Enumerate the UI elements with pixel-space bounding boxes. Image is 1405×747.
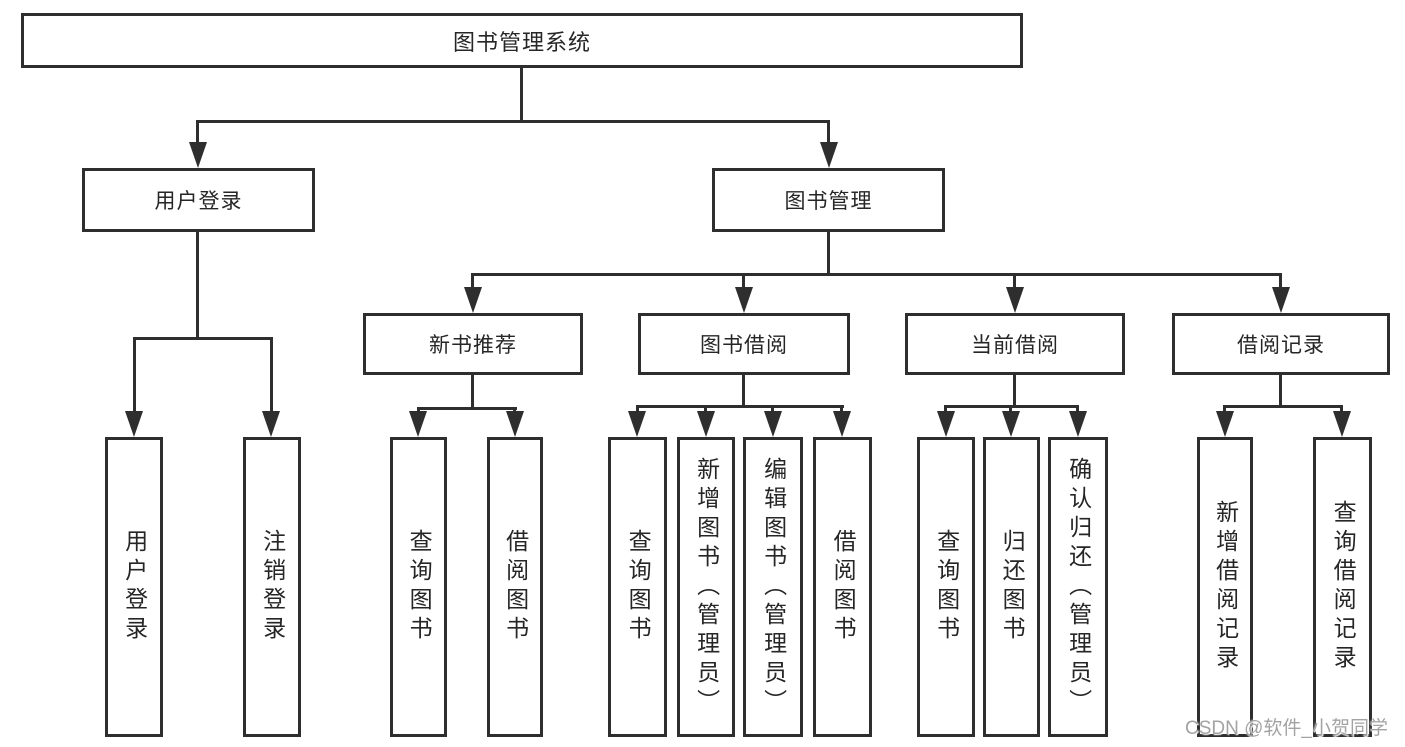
arrow-down-icon [735,287,753,313]
connector-book-mgmt-stem [827,232,830,273]
node-new-book-recommend: 新书推荐 [363,313,583,375]
leaf-user-login: 用户登录 [105,437,163,737]
connector-to-new-book-recommend [471,273,474,289]
connector-root-hline [196,120,830,123]
leaf-current-confirm-return-admin: 确认归还（管理员） [1048,437,1108,737]
arrow-down-icon [125,411,143,437]
arrow-down-icon [409,411,427,437]
node-book-management: 图书管理 [712,168,945,232]
node-borrowing-records: 借阅记录 [1172,313,1390,375]
connector-leaf-stub [1223,405,1226,413]
connector-records-stem [1279,375,1282,405]
connector-to-logout [270,337,273,413]
arrow-down-icon [833,411,851,437]
leaf-logout: 注销登录 [243,437,301,737]
arrow-down-icon [1272,287,1290,313]
leaf-borrowing-add-books-admin: 新增图书（管理员） [677,437,735,737]
node-root-system: 图书管理系统 [21,13,1023,68]
csdn-watermark: CSDN @软件_小贺同学 [1185,718,1388,739]
arrow-down-icon [189,142,207,168]
leaf-records-query-record: 查询借阅记录 [1313,437,1372,737]
connector-to-login [133,337,136,413]
connector-to-current-borrowing [1013,273,1016,289]
connector-leaf-stub [704,405,707,413]
connector-leaf-stub [1009,405,1012,413]
leaf-borrowing-borrow-books: 借阅图书 [813,437,872,737]
arrow-down-icon [937,411,955,437]
connector-current-stem [1013,375,1016,405]
connector-borrowing-stem [742,375,745,405]
node-current-borrowing: 当前借阅 [905,313,1125,375]
connector-recommend-hline [417,407,517,410]
arrow-down-icon [697,411,715,437]
connector-leaf-stub [944,405,947,413]
arrow-down-icon [506,411,524,437]
connector-to-borrowing-records [1279,273,1282,289]
connector-leaf-stub [1340,405,1343,413]
connector-borrowing-hline [636,405,844,408]
leaf-current-return-books: 归还图书 [983,437,1040,737]
connector-leaf-stub [513,407,516,413]
arrow-down-icon [1006,287,1024,313]
connector-leaf-stub [1076,405,1079,413]
connector-records-hline [1223,405,1343,408]
connector-leaf-stub [636,405,639,413]
connector-recommend-stem [471,375,474,407]
leaf-recommend-query-books: 查询图书 [390,437,447,737]
connector-book-mgmt-hline [471,273,1282,276]
connector-user-login-hline [133,337,273,340]
arrow-down-icon [628,411,646,437]
arrow-down-icon [820,142,838,168]
leaf-recommend-borrow-books: 借阅图书 [487,437,543,737]
arrow-down-icon [464,287,482,313]
connector-to-user-login [196,120,199,144]
arrow-down-icon [1216,411,1234,437]
connector-to-book-management [827,120,830,144]
leaf-current-query-books: 查询图书 [917,437,975,737]
node-user-login: 用户登录 [82,168,315,232]
connector-leaf-stub [840,405,843,413]
connector-user-login-stem [196,232,199,337]
connector-to-book-borrowing [742,273,745,289]
leaf-borrowing-edit-books-admin: 编辑图书（管理员） [743,437,803,737]
arrow-down-icon [1333,411,1351,437]
node-book-borrowing: 图书借阅 [638,313,850,375]
leaf-borrowing-query-books: 查询图书 [608,437,667,737]
connector-root-stem [520,68,523,120]
arrow-down-icon [1069,411,1087,437]
connector-leaf-stub [417,407,420,413]
connector-leaf-stub [771,405,774,413]
arrow-down-icon [764,411,782,437]
leaf-records-add-record: 新增借阅记录 [1197,437,1253,737]
arrow-down-icon [1002,411,1020,437]
arrow-down-icon [262,411,280,437]
